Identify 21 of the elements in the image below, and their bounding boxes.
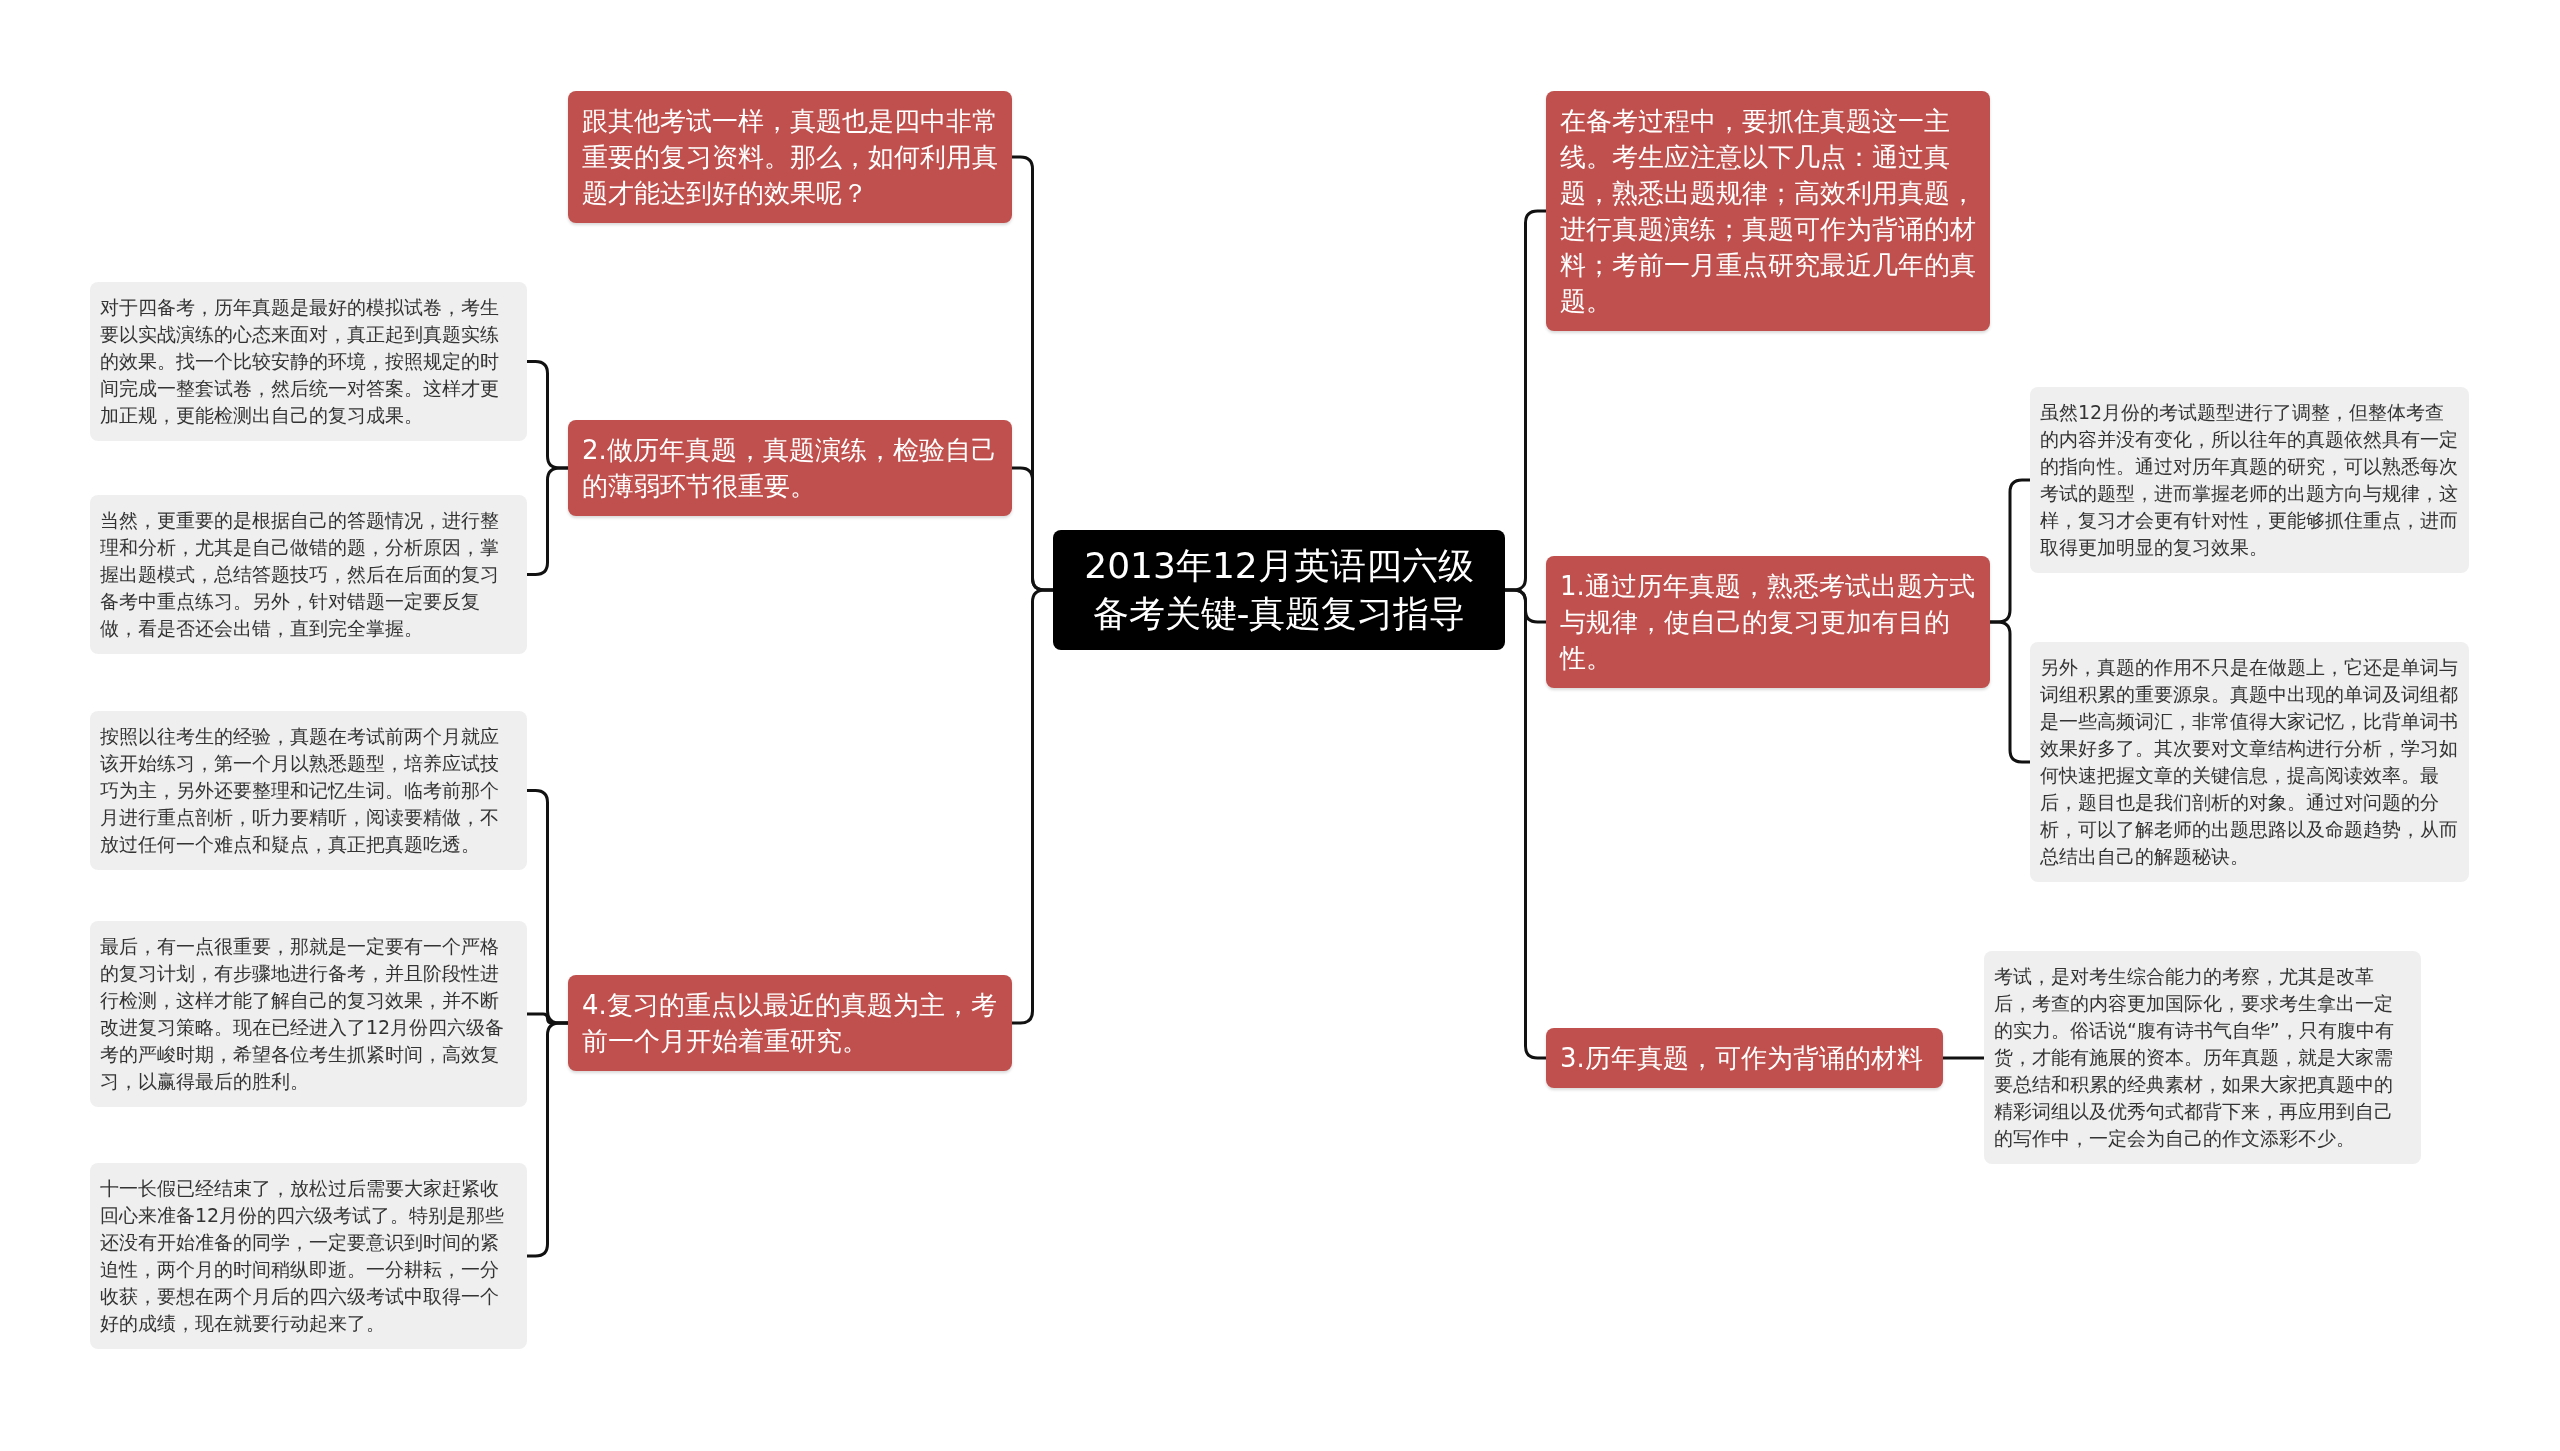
note-box: 另外，真题的作用不只是在做题上，它还是单词与词组积累的重要源泉。真题中出现的单词及词组都是一些高频词汇，非常值得大家记忆，比背单词书效果好多了。其次要对文章结构进行分析，学习如何快速把握文章的关键信息，提高阅读效率。最后，题目也是我们剖析的对象。通过对问题的分析，可以了解老师的出题思路以及命题趋势，从而总结出自己的解题秘诀。 bbox=[2030, 642, 2469, 882]
note-box: 虽然12月份的考试题型进行了调整，但整体考查的内容并没有变化，所以往年的真题依然具有一定的指向性。通过对历年真题的研究，可以熟悉每次考试的题型，进而掌握老师的出题方向与规律，这样，复习才会更有针对性，更能够抓住重点，进而取得更加明显的复习效果。 bbox=[2030, 387, 2469, 573]
note-box: 对于四备考，历年真题是最好的模拟试卷，考生要以实战演练的心态来面对，真正起到真题实练的效果。找一个比较安静的环境，按照规定的时间完成一整套试卷，然后统一对答案。这样才更加正规，更能检测出自己的复习成果。 bbox=[90, 282, 527, 441]
connector-line bbox=[1012, 588, 1053, 1025]
note-box: 考试，是对考生综合能力的考察，尤其是改革后，考查的内容更加国际化，要求考生拿出一定的实力。俗话说“腹有诗书气自华”，只有腹中有货，才能有施展的资本。历年真题，就是大家需要总结和积累的经典素材，如果大家把真题中的精彩词组以及优秀句式都背下来，再应用到自己的写作中，一定会为自己的作文添彩不少。 bbox=[1984, 951, 2421, 1164]
note-box: 当然，更重要的是根据自己的答题情况，进行整理和分析，尤其是自己做错的题，分析原因，掌握出题模式，总结答题技巧，然后在后面的复习备考中重点练习。另外，针对错题一定要反复做，看是否还会出错，直到完全掌握。 bbox=[90, 495, 527, 654]
topic-box: 2.做历年真题，真题演练，检验自己的薄弱环节很重要。 bbox=[568, 420, 1012, 516]
topic-box: 1.通过历年真题，熟悉考试出题方式与规律，使自己的复习更加有目的性。 bbox=[1546, 556, 1990, 688]
topic-box: 4.复习的重点以最近的真题为主，考前一个月开始着重研究。 bbox=[568, 975, 1012, 1071]
connector-line bbox=[1990, 620, 2030, 764]
note-box: 最后，有一点很重要，那就是一定要有一个严格的复习计划，有步骤地进行备考，并且阶段性进行检测，这样才能了解自己的复习效果，并不断改进复习策略。现在已经进入了12月份四六级备考的严峻时期，希望各位考生抓紧时间，高效复习，以赢得最后的胜利。 bbox=[90, 921, 527, 1107]
topic-box: 3.历年真题，可作为背诵的材料 bbox=[1546, 1028, 1943, 1088]
topic-box: 跟其他考试一样，真题也是四中非常重要的复习资料。那么，如何利用真题才能达到好的效果呢？ bbox=[568, 91, 1012, 223]
connector-line bbox=[527, 466, 568, 576]
note-box: 十一长假已经结束了，放松过后需要大家赶紧收回心来准备12月份的四六级考试了。特别是那些还没有开始准备的同学，一定要意识到时间的紧迫性，两个月的时间稍纵即逝。一分耕耘，一分收获，要想在两个月后的四六级考试中取得一个好的成绩，现在就要行动起来了。 bbox=[90, 1163, 527, 1349]
connector-line bbox=[1505, 588, 1546, 1060]
note-box: 按照以往考生的经验，真题在考试前两个月就应该开始练习，第一个月以熟悉题型，培养应试技巧为主，另外还要整理和记忆生词。临考前那个月进行重点剖析，听力要精听，阅读要精做，不放过任何一个难点和疑点，真正把真题吃透。 bbox=[90, 711, 527, 870]
connector-line bbox=[527, 1021, 568, 1258]
connector-line bbox=[1943, 1056, 1984, 1060]
central-topic-box: 2013年12月英语四六级备考关键-真题复习指导 bbox=[1053, 530, 1505, 650]
topic-box: 在备考过程中，要抓住真题这一主线。考生应注意以下几点：通过真题，熟悉出题规律；高效利用真题，进行真题演练；真题可作为背诵的材料；考前一月重点研究最近几年的真题。 bbox=[1546, 91, 1990, 331]
